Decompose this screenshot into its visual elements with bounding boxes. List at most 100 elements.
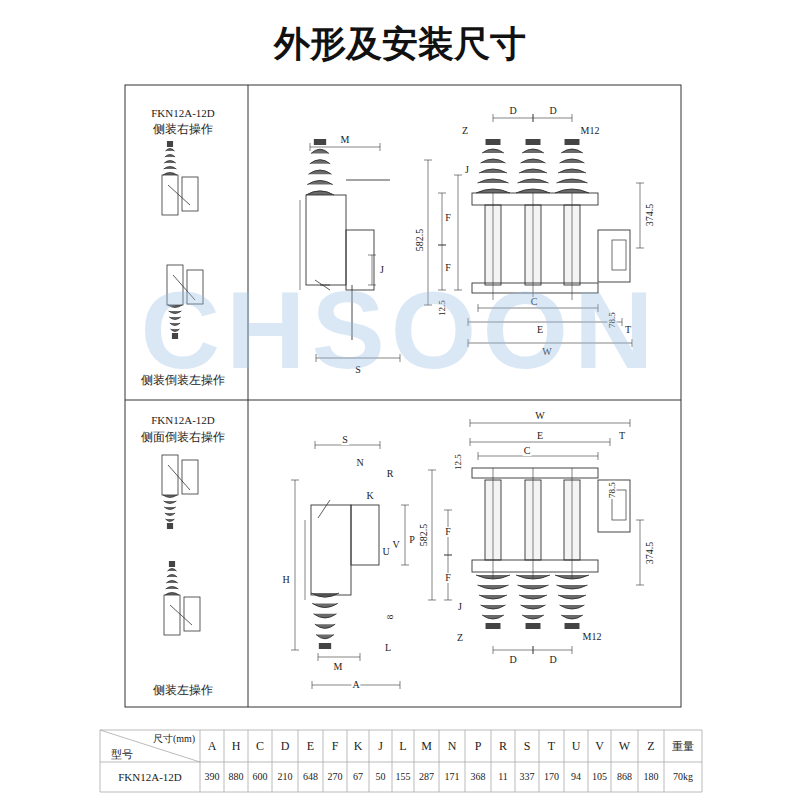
view-caption: 侧装左操作 [153, 684, 213, 696]
insulator [516, 575, 550, 629]
table-header: R [499, 740, 507, 752]
drawing-line [428, 600, 436, 601]
table-cell: 210 [278, 772, 293, 782]
drawing-line [630, 419, 631, 427]
drawing-line [100, 762, 702, 763]
table-header: E [307, 740, 314, 752]
drawing-part [182, 460, 198, 494]
drawing-line [312, 681, 313, 689]
dimension-label: M12 [580, 126, 601, 136]
drawing-part [162, 455, 178, 495]
table-header: L [399, 740, 406, 752]
table-cell: 368 [471, 772, 486, 782]
drawing-line [305, 520, 306, 600]
drawing-line [533, 114, 534, 122]
insulator [163, 141, 177, 175]
dimension-label: Z [456, 633, 464, 643]
drawing-line [444, 510, 452, 511]
drawing-line [636, 248, 644, 249]
drawing-line [572, 646, 573, 654]
dimension-label: P [408, 535, 416, 545]
drawing-line [405, 505, 406, 565]
drawing-line [533, 468, 534, 578]
table-cell: FKN12A-12D [118, 772, 182, 783]
model-label: FKN12A-12D [151, 108, 215, 119]
drawing-line [640, 183, 641, 248]
insulator [306, 139, 334, 195]
dimension-label: C [523, 446, 532, 456]
dimension-label: V [391, 540, 400, 550]
drawing-line [401, 565, 409, 566]
dimension-label: 12.5 [454, 453, 463, 471]
dimension-label: D [548, 655, 557, 665]
table-cell: 105 [592, 772, 607, 782]
dimension-label: 374.5 [645, 203, 655, 228]
insulator [516, 139, 550, 193]
dimension-label: J [464, 165, 470, 175]
drawing-line [470, 438, 471, 446]
dimension-label: F [444, 263, 452, 273]
drawing-line [346, 180, 390, 181]
drawing-line [295, 480, 296, 650]
dimension-label: H [281, 575, 290, 585]
dimension-label: Z [461, 126, 469, 136]
dimension-label: A [351, 680, 360, 690]
drawing-line [315, 441, 316, 449]
drawing-line [454, 175, 462, 176]
table-header: K [354, 740, 363, 752]
dimension-label: U [381, 547, 390, 557]
dimension-label: F [444, 527, 452, 537]
dimension-label: M [333, 662, 344, 672]
drawing-part [472, 560, 598, 572]
drawing-line [400, 681, 401, 689]
dimension-label: S [341, 435, 349, 445]
table-header: 重量 [672, 741, 694, 752]
table-cell: 337 [520, 772, 535, 782]
drawing-line [636, 183, 644, 184]
table-header: J [378, 740, 383, 752]
drawing-line [310, 147, 380, 148]
drawing-line [380, 143, 381, 151]
table-header: H [232, 740, 241, 752]
table-header: W [619, 740, 630, 752]
drawing-line [640, 520, 641, 585]
drawing-line [368, 255, 376, 256]
table-header: 型号 [111, 749, 133, 760]
drawing-part [162, 175, 178, 215]
drawing-line [401, 505, 409, 506]
drawing-line [438, 245, 446, 246]
drawing-part [472, 193, 598, 205]
drawing-line [318, 657, 360, 658]
drawing-line [125, 400, 681, 401]
drawing-line [438, 193, 446, 194]
table-cell: 170 [544, 772, 559, 782]
page-title: 外形及安装尺寸 [274, 26, 526, 62]
drawing-line [424, 160, 432, 161]
drawing-line [572, 468, 573, 578]
drawing-part [164, 595, 180, 635]
drawing-part [472, 468, 598, 478]
dimension-label: D [508, 655, 517, 665]
table-header: U [572, 740, 581, 752]
drawing-line [444, 555, 452, 556]
drawing-line [470, 442, 610, 443]
drawing-line [168, 465, 190, 490]
drawing-line [442, 193, 443, 245]
drawing-line [100, 730, 702, 731]
drawing-line [572, 114, 573, 122]
dimension-label: F [444, 213, 452, 223]
table-header: D [281, 740, 290, 752]
dimension-label: E [536, 431, 544, 441]
drawing-line [100, 792, 702, 793]
drawing-line [458, 175, 459, 290]
table-header: A [208, 740, 217, 752]
drawing-line [636, 520, 644, 521]
table-cell: 390 [205, 772, 220, 782]
drawing-line [478, 456, 598, 457]
table-cell: 600 [253, 772, 268, 782]
table-header: M [421, 740, 432, 752]
drawing-line [493, 650, 533, 651]
dimension-label: M12 [582, 632, 603, 642]
dimension-label: K [365, 491, 374, 501]
watermark: CHSOON [141, 275, 660, 385]
